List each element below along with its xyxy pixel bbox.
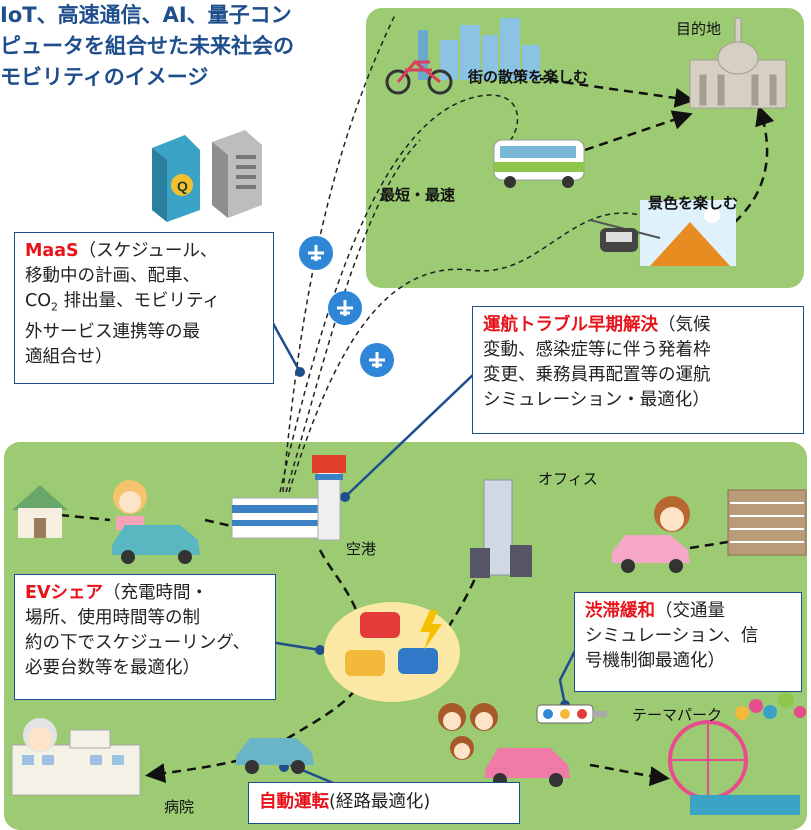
maas-co2: CO: [25, 291, 51, 311]
auto-title: 自動運転: [259, 792, 329, 812]
car-icon: [112, 525, 200, 564]
ev-line4: 必要台数等を最適化）: [25, 658, 200, 678]
ropeway-gondola-icon: [589, 219, 661, 252]
label-airport: 空港: [346, 540, 377, 558]
office-tower-icon: [470, 479, 532, 578]
maas-line5: 適組合せ）: [25, 346, 113, 367]
traffic-line3: 号機制御最適化）: [585, 651, 725, 671]
label-office: オフィス: [538, 470, 598, 488]
airplane-icon: [299, 236, 333, 270]
ev-line1: （充電時間・: [103, 583, 208, 603]
label-hospital: 病院: [164, 798, 195, 816]
car-icon: [612, 535, 690, 573]
balloons-icon: [735, 692, 806, 720]
maas-line1: （スケジュール、: [78, 241, 218, 261]
ferris-wheel-icon: [668, 720, 800, 815]
lightning-icon: [420, 610, 442, 650]
trouble-callout: 運航トラブル早期解決（気候 変動、感染症等に伴う発着枠 変更、乗務員再配置等の運…: [472, 306, 804, 434]
label-fastest: 最短・最速: [380, 186, 456, 204]
svg-text:Q: Q: [177, 178, 188, 194]
airplane-icon: [360, 343, 394, 377]
airplane-icon: [328, 291, 362, 325]
maas-line3: 排出量、モビリティ: [58, 291, 221, 311]
traffic-title: 渋滞緩和: [585, 601, 655, 621]
traffic-callout: 渋滞緩和（交通量 シミュレーション、信 号機制御最適化）: [574, 592, 802, 692]
callout-lines: [268, 317, 580, 792]
traffic-signal-icon: [536, 704, 607, 724]
airport-tower-icon: [231, 455, 346, 541]
car-icon: [236, 738, 314, 774]
traffic-line1: （交通量: [655, 601, 725, 621]
maas-callout: MaaS（スケジュール、 移動中の計画、配車、 CO2 排出量、モビリティ 外サ…: [14, 232, 274, 384]
ev-line3: 約の下でスケジューリング、: [25, 633, 251, 653]
bus-icon: [493, 139, 585, 188]
mountain-icon: [640, 200, 736, 266]
hospital-icon: [11, 729, 141, 796]
ev-line2: 場所、使用時間等の制: [25, 608, 200, 628]
maas-line2: 移動中の計画、配車、: [25, 266, 200, 286]
person-icon: [113, 480, 147, 530]
auto-driving-callout: 自動運転(経路最適化): [248, 782, 520, 824]
person-icon: [654, 496, 690, 532]
city-routes: [59, 513, 741, 787]
trouble-line4: シミュレーション・最適化）: [483, 390, 710, 410]
trouble-line3: 変更、乗務員再配置等の運航: [483, 365, 711, 385]
bicycle-icon: [385, 59, 453, 95]
page-title: IoT、高速通信、AI、量子コンピュータを組合せた未来社会のモビリティのイメージ: [0, 3, 294, 89]
label-theme-park: テーマパーク: [632, 706, 723, 724]
q-server-icon: Q: [152, 135, 200, 222]
elderly-person-icon: [23, 718, 57, 752]
maas-title: MaaS: [25, 241, 79, 261]
ev-title: EVシェア: [25, 583, 103, 603]
label-scenery: 景色を楽しむ: [648, 194, 739, 212]
trouble-line2: 変動、感染症等に伴う発着枠: [483, 340, 711, 360]
auto-body: (経路最適化): [329, 792, 431, 812]
city-skyline-icon: [418, 18, 540, 80]
person-icon: [438, 703, 498, 760]
house-icon: [12, 485, 68, 538]
ev-share-callout: EVシェア（充電時間・ 場所、使用時間等の制 約の下でスケジューリング、 必要台…: [14, 574, 276, 700]
apartment-icon: [727, 489, 807, 556]
flight-paths: [279, 14, 641, 493]
shared-ev-cars-icon: [324, 602, 460, 702]
trouble-line1: （気候: [658, 315, 711, 335]
traffic-line2: シミュレーション、信: [585, 626, 759, 646]
cathedral-icon: [689, 17, 787, 109]
maas-line4: 外サービス連携等の最: [25, 321, 200, 342]
label-walk: 街の散策を楽しむ: [468, 68, 589, 86]
server-icon: [212, 130, 262, 218]
maas-co2-sub: 2: [51, 300, 58, 314]
label-destination: 目的地: [676, 20, 722, 38]
trouble-title: 運航トラブル早期解決: [483, 315, 658, 335]
